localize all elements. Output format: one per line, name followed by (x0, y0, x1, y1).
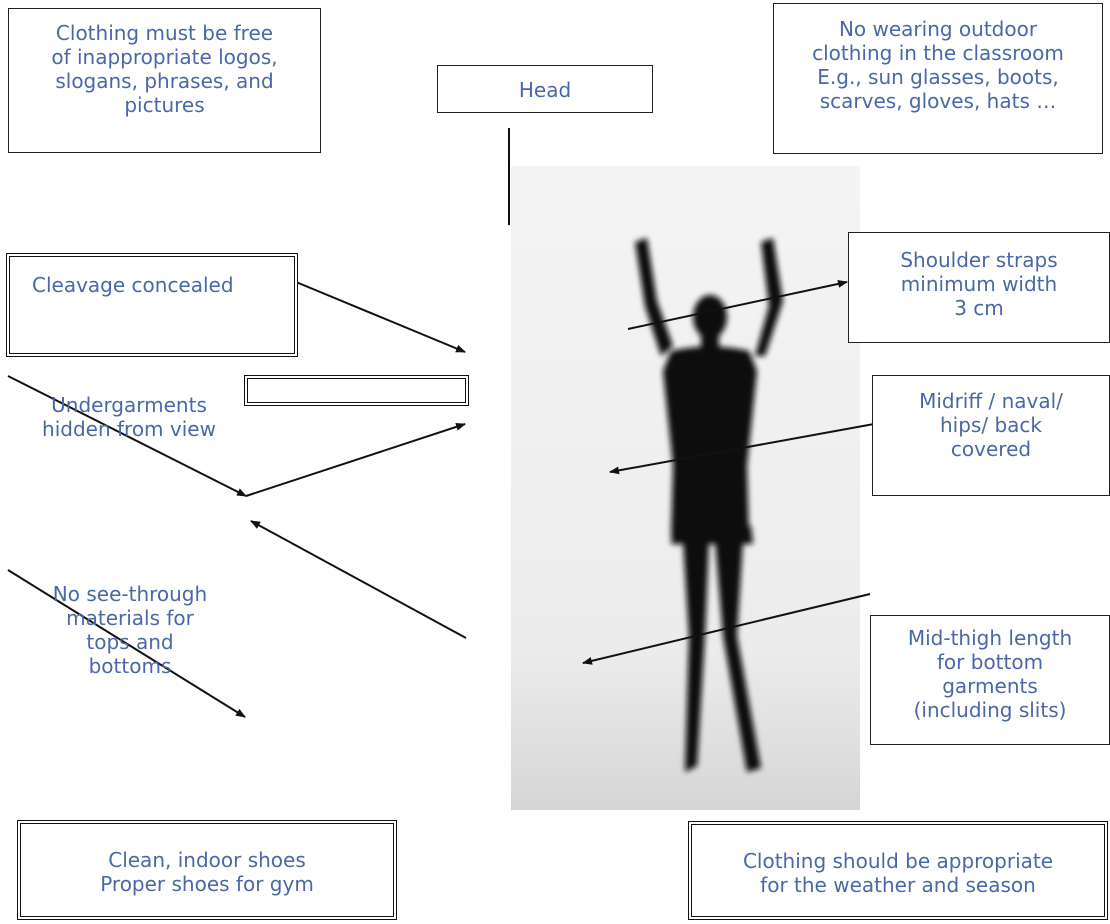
straps-line-3: 3 cm (954, 296, 1004, 320)
cleavage-rule-box: Cleavage concealed (6, 253, 298, 357)
weather-line-2: for the weather and season (760, 873, 1036, 897)
logos-line-3: slogans, phrases, and (55, 69, 274, 93)
silhouette-figure-image (511, 166, 860, 810)
straps-line-1: Shoulder straps (900, 248, 1058, 272)
thin-banner-box (244, 375, 469, 406)
shoes-rule-box: Clean, indoor shoes Proper shoes for gym (17, 820, 397, 920)
straps-line-2: minimum width (900, 272, 1058, 296)
outdoor-line-3: E.g., sun glasses, boots, (817, 65, 1059, 89)
seethrough-arrow-up (250, 520, 467, 639)
midthigh-line-2: for bottom (936, 650, 1044, 674)
logos-line-1: Clothing must be free (55, 21, 274, 45)
undergarments-line-2: hidden from view (42, 417, 216, 441)
head-label: Head (518, 78, 572, 102)
midthigh-line-3: garments (942, 674, 1038, 698)
logos-line-2: of inappropriate logos, (51, 45, 278, 69)
shoes-line-1: Clean, indoor shoes (108, 848, 306, 872)
cleavage-arrow (295, 281, 466, 353)
head-label-box: Head (437, 65, 653, 113)
outdoor-line-1: No wearing outdoor (838, 17, 1038, 41)
cleavage-label: Cleavage concealed (32, 273, 234, 297)
midthigh-rule-box: Mid-thigh length for bottom garments (in… (870, 615, 1110, 745)
undergarments-arrow (245, 423, 466, 497)
seethrough-line-2: materials for (66, 606, 194, 630)
seethrough-line-3: tops and (86, 630, 174, 654)
logos-line-4: pictures (124, 93, 205, 117)
midriff-line-3: covered (950, 437, 1032, 461)
seethrough-line-4: bottoms (88, 654, 172, 678)
midriff-rule-box: Midriff / naval/ hips/ back covered (872, 375, 1110, 496)
outdoor-line-2: clothing in the classroom (812, 41, 1064, 65)
seethrough-line-1: No see-through (52, 582, 208, 606)
weather-rule-box: Clothing should be appropriate for the w… (688, 821, 1108, 920)
outdoor-line-4: scarves, gloves, hats … (819, 89, 1057, 113)
straps-rule-box: Shoulder straps minimum width 3 cm (848, 232, 1110, 343)
seethrough-label: No see-through materials for tops and bo… (20, 582, 240, 678)
outdoor-rule-box: No wearing outdoor clothing in the class… (773, 3, 1103, 154)
undergarments-line-1: Undergarments (51, 393, 207, 417)
undergarments-label: Undergarments hidden from view (24, 393, 234, 441)
midriff-line-1: Midriff / naval/ (919, 389, 1063, 413)
shoes-line-2: Proper shoes for gym (100, 872, 314, 896)
midriff-line-2: hips/ back (940, 413, 1042, 437)
midthigh-line-1: Mid-thigh length (907, 626, 1073, 650)
weather-line-1: Clothing should be appropriate (742, 849, 1054, 873)
logos-rule-box: Clothing must be free of inappropriate l… (8, 8, 321, 153)
midthigh-line-4: (including slits) (913, 698, 1067, 722)
